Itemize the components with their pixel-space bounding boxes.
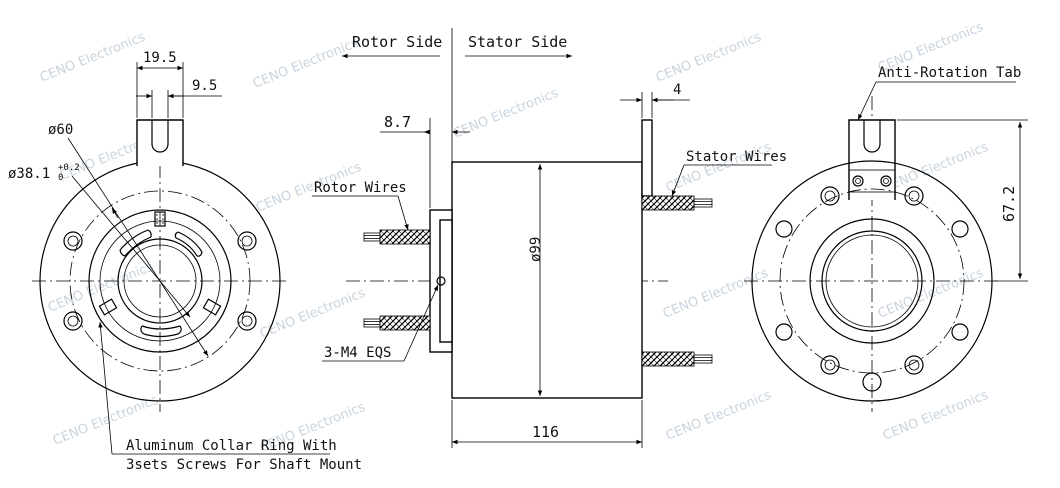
dim-flange-label: 8.7 [384, 113, 411, 131]
tab-label: Anti-Rotation Tab [878, 65, 1021, 81]
watermark: CENO Electronics [881, 388, 991, 444]
watermark: CENO Electronics [881, 140, 991, 196]
dim-bore-tol-lower: 0 [58, 173, 63, 183]
center-view: Rotor Side Stator Side [312, 28, 787, 448]
dim-tab-label: 4 [673, 82, 681, 98]
bolt-circle [69, 190, 251, 372]
collar-inner [99, 220, 221, 342]
dim-diameter-label: ø99 [528, 237, 544, 262]
note-line-2: 3sets Screws For Shaft Mount [126, 457, 362, 473]
housing-body [451, 161, 643, 399]
watermark: CENO Electronics [876, 266, 986, 322]
dim-bore-label: ø38.1 [8, 166, 50, 182]
tab-side [641, 119, 653, 197]
rotor-wires [363, 229, 431, 331]
rotor-side-label: Rotor Side [352, 33, 442, 51]
dim-slot-label: 9.5 [192, 78, 217, 94]
watermark: CENO Electronics [251, 36, 361, 92]
rotor-wires-label: Rotor Wires [314, 180, 407, 196]
bore-inner [123, 244, 197, 318]
bore-inner [821, 230, 923, 332]
dim-height-label: 67.2 [1000, 186, 1018, 222]
screws-label: 3-M4 EQS [324, 345, 391, 361]
dim-bore-tol-upper: +0.2 [58, 163, 80, 173]
dim-collar-label: ø60 [48, 122, 73, 138]
collar-slots [119, 229, 203, 338]
stator-wires-label: Stator Wires [686, 149, 787, 165]
stator-side-label: Stator Side [468, 33, 567, 51]
note-line-1: Aluminum Collar Ring With [126, 438, 337, 454]
stator-wires [641, 195, 713, 367]
mounting-holes [775, 186, 969, 392]
anti-rotation-tab-end [848, 119, 896, 200]
mounting-holes [63, 231, 257, 331]
watermark: CENO Electronics [664, 388, 774, 444]
bore-chamfer [825, 234, 919, 328]
bore-outer [809, 218, 935, 344]
bore-circle [117, 238, 203, 324]
collar-ring [88, 209, 232, 353]
outer-body-circle [751, 160, 993, 402]
right-view: Anti-Rotation Tab 67.2 [744, 65, 1028, 412]
anti-rotation-tab [136, 119, 184, 166]
watermark: CENO Electronics [258, 286, 368, 342]
dim-length-label: 116 [532, 423, 559, 441]
left-view: 19.5 9.5 ø60 ø38.1 +0.2 0 Aluminum Colla… [8, 50, 362, 473]
watermark: CENO Electronics [38, 30, 148, 86]
set-screw-side [436, 276, 446, 286]
set-screws [98, 211, 222, 316]
watermark: CENO Electronics [451, 86, 561, 142]
watermark: CENO Electronics [46, 260, 156, 316]
watermark: CENO Electronics [661, 266, 771, 322]
rotor-collar [439, 219, 453, 343]
watermark: CENO Electronics [654, 30, 764, 86]
dim-width-label: 19.5 [143, 50, 177, 66]
